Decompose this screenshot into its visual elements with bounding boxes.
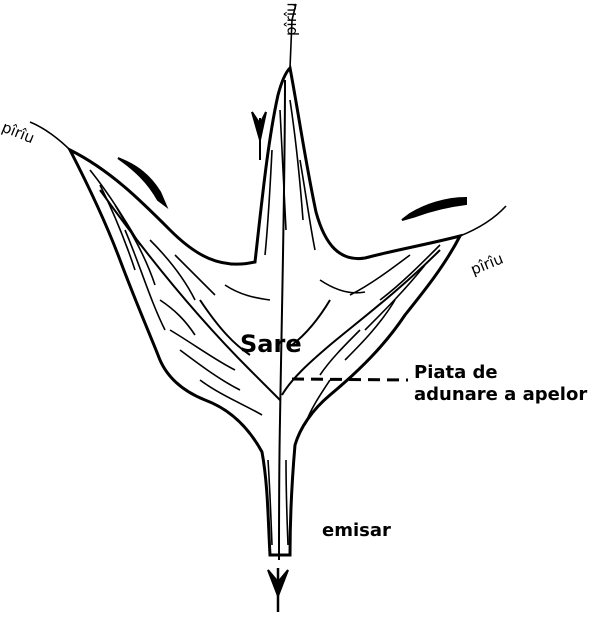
basin-label-line2: adunare a apelor [414, 384, 587, 406]
outlet-label: emisar [322, 520, 391, 541]
stream-left [30, 122, 70, 150]
arrow-right-icon [402, 198, 466, 220]
center-label: Sare [240, 330, 302, 358]
basin-label-line1: Piata de [414, 362, 587, 384]
stream-right [460, 206, 506, 236]
basin-label: Piata de adunare a apelor [414, 362, 587, 406]
stream-label-top: pîrîu [282, 2, 300, 36]
basin-outline [70, 68, 460, 555]
